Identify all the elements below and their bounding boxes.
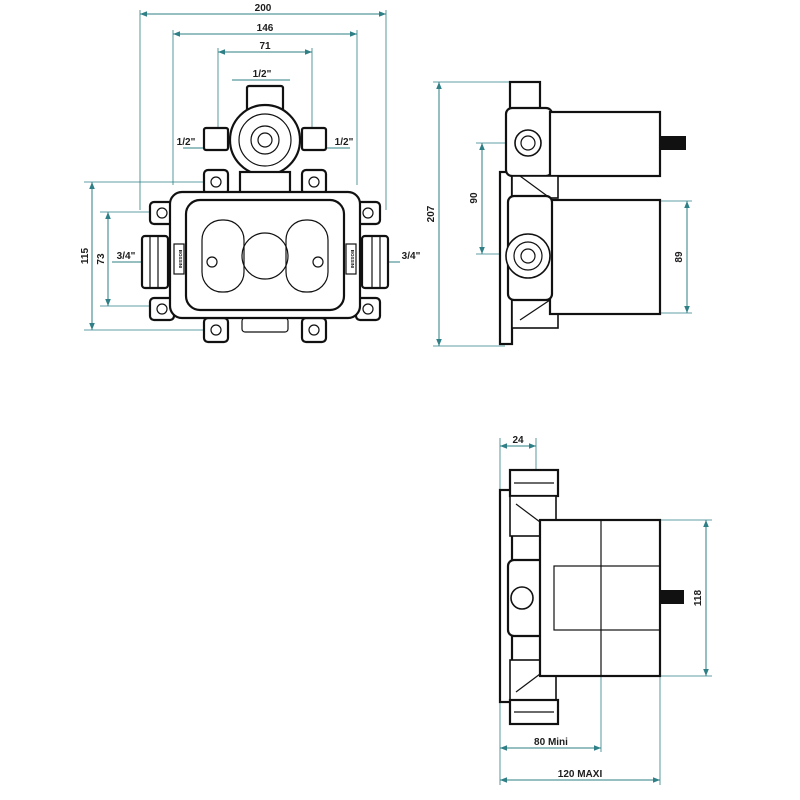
dim-overall-width: 200 [255, 3, 272, 14]
side-dimension-lines [436, 82, 690, 346]
thread-right-side: 3/4" [402, 251, 421, 262]
thread-left-side: 3/4" [117, 251, 136, 262]
dim-side-inlet-spacing: 90 [469, 192, 480, 204]
dim-top-inlet-spacing: 71 [259, 41, 271, 52]
dim-max-depth: 120 MAXI [558, 769, 603, 780]
side-valve-body [498, 80, 686, 346]
dim-side-overall-height: 207 [426, 205, 437, 222]
front-dimension-lines [89, 11, 400, 330]
front-view: BOSSINI BOSSINI 200 146 71 115 73 1/2" 1… [80, 3, 421, 344]
thread-right-upper: 1/2" [335, 137, 354, 148]
top-view: 24 80 Mini 120 MAXI 118 [498, 435, 712, 785]
thread-left-upper: 1/2" [177, 137, 196, 148]
top-dimension-lines [500, 443, 709, 783]
dim-min-depth: 80 Mini [534, 737, 568, 748]
dim-inner-width: 146 [257, 23, 274, 34]
top-valve-body [498, 468, 684, 726]
front-valve-body: BOSSINI BOSSINI [140, 84, 390, 344]
body-marking-left: BOSSINI [178, 250, 183, 269]
thread-top: 1/2" [253, 69, 272, 80]
body-marking-right: BOSSINI [350, 250, 355, 269]
dim-flange-depth: 24 [512, 435, 524, 446]
dim-top-height: 118 [693, 589, 704, 606]
dim-inner-height: 73 [96, 253, 107, 265]
side-view: 207 90 89 [426, 80, 692, 347]
dim-overall-height: 115 [80, 247, 91, 264]
dim-side-cover-height: 89 [674, 251, 685, 263]
